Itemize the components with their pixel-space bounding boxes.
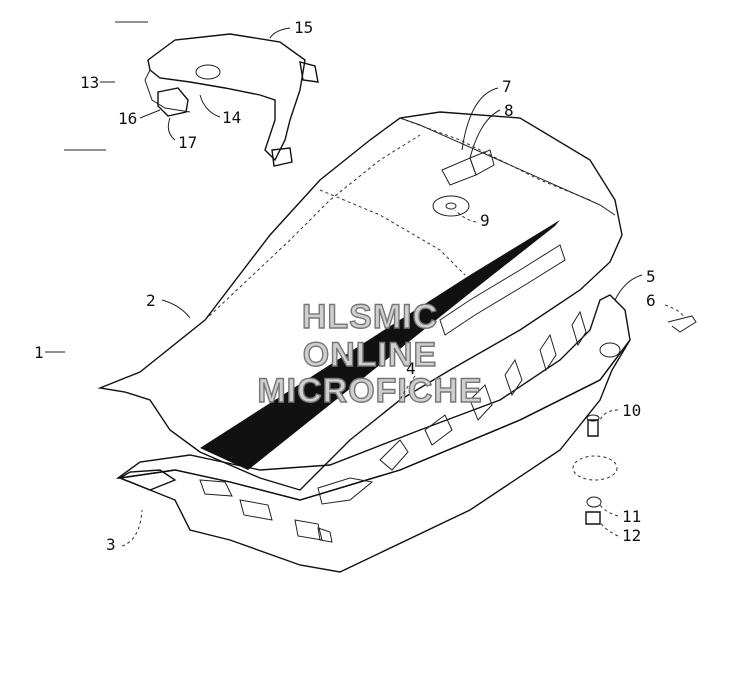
leader-4 xyxy=(399,375,416,401)
backrest-inset xyxy=(144,33,319,167)
callout-14: 14 xyxy=(222,108,241,127)
leader-11 xyxy=(599,504,619,517)
strap-washer-hole xyxy=(445,202,457,210)
cushion-seam-mid xyxy=(319,189,466,276)
base-vents xyxy=(199,310,587,543)
latch-pin xyxy=(667,315,697,333)
strap-bracket xyxy=(469,149,495,176)
callout-2: 2 xyxy=(146,291,156,310)
watermark-line2: ONLINE xyxy=(303,336,437,374)
seat-stripe xyxy=(200,220,560,470)
leader-17 xyxy=(167,117,176,141)
callout-16: 16 xyxy=(118,109,137,128)
pad-disc xyxy=(572,455,618,481)
callout-17: 17 xyxy=(178,133,197,152)
cushion-rear-edge xyxy=(399,117,616,216)
callout-4: 4 xyxy=(406,359,416,378)
fastener-hardware xyxy=(572,315,697,525)
stud-head xyxy=(586,414,600,422)
seat-assembly xyxy=(97,111,631,573)
callout-12: 12 xyxy=(622,526,641,545)
leader-12 xyxy=(599,521,619,537)
callout-5: 5 xyxy=(646,267,656,286)
cushion-seam-left xyxy=(204,134,421,321)
nut xyxy=(585,511,601,525)
watermark-line3: MICROFICHE xyxy=(257,372,482,410)
seat-side-graphic xyxy=(439,244,566,336)
leader-6 xyxy=(664,304,686,319)
leader-16 xyxy=(139,109,161,119)
stud xyxy=(587,419,599,437)
leader-8 xyxy=(469,109,501,159)
seat-cushion xyxy=(97,111,623,491)
callout-8: 8 xyxy=(504,101,514,120)
strap-hardware xyxy=(432,149,495,217)
callout-11: 11 xyxy=(622,507,641,526)
callout-7: 7 xyxy=(502,77,512,96)
callout-13: 13 xyxy=(80,73,99,92)
leader-14 xyxy=(199,94,221,118)
latch-body xyxy=(599,342,621,358)
backrest-strap xyxy=(144,69,191,113)
watermark: HLSMIC ONLINE MICROFICHE xyxy=(257,297,483,410)
callout-9: 9 xyxy=(480,211,490,230)
backrest-pad-insert xyxy=(195,64,221,80)
callouts: 1 2 3 4 5 6 7 8 9 10 11 12 13 14 15 16 1… xyxy=(34,18,656,554)
callout-10: 10 xyxy=(622,401,641,420)
leader-15 xyxy=(269,27,291,39)
backrest-pad xyxy=(147,33,306,162)
callout-6: 6 xyxy=(646,291,656,310)
leader-10 xyxy=(599,409,619,421)
backrest-clip xyxy=(271,147,293,167)
backrest-buckle xyxy=(157,87,189,117)
watermark-line1: HLSMIC xyxy=(302,298,438,336)
callout-15: 15 xyxy=(294,18,313,37)
strap-washer xyxy=(432,195,470,217)
washer xyxy=(586,496,602,508)
leader-7 xyxy=(461,87,499,151)
callout-1: 1 xyxy=(34,343,44,362)
leader-3 xyxy=(121,509,143,547)
seat-base-lower xyxy=(117,339,631,573)
backrest-end-clip xyxy=(299,61,319,83)
leader-9 xyxy=(454,209,477,223)
leader-2 xyxy=(161,299,191,319)
callout-3: 3 xyxy=(106,535,116,554)
leader-5 xyxy=(614,274,643,301)
seat-front-flap xyxy=(118,469,177,491)
leader-lines xyxy=(45,21,686,547)
